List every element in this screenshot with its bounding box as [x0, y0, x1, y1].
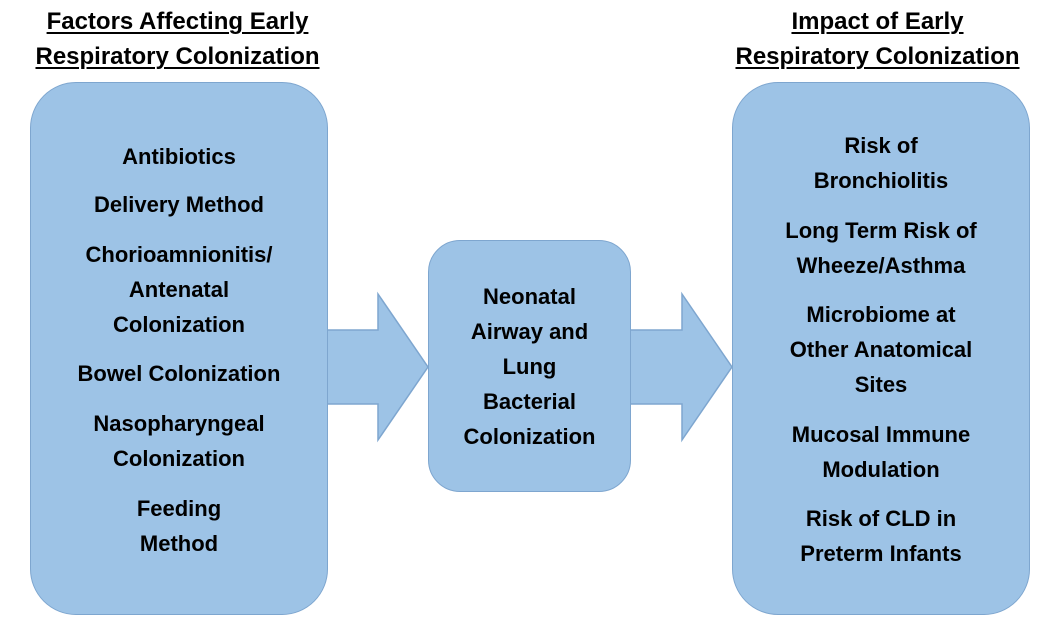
- factor-line: Colonization: [113, 446, 245, 471]
- center-label: Neonatal Airway and Lung Bacterial Colon…: [429, 279, 630, 454]
- impact-line: Bronchiolitis: [813, 168, 949, 193]
- impact-heading-line-2: Respiratory Colonization: [735, 43, 1020, 70]
- impact-item-mucosal-immune: Mucosal Immune Modulation: [733, 417, 1029, 487]
- impact-line: Sites: [854, 372, 908, 397]
- factor-line: Feeding: [136, 496, 222, 521]
- impact-line: Risk of CLD in: [805, 506, 957, 531]
- factor-line: Chorioamnionitis/: [85, 242, 273, 267]
- factor-item-antibiotics: Antibiotics: [31, 139, 327, 174]
- factor-line: Nasopharyngeal: [93, 411, 265, 436]
- center-line: Colonization: [463, 424, 596, 449]
- factor-line: Antenatal: [128, 277, 230, 302]
- factors-heading-line-1: Factors Affecting Early: [46, 8, 309, 35]
- factors-box: Antibiotics Delivery Method Chorioamnion…: [30, 82, 328, 615]
- center-line: Lung: [502, 354, 557, 379]
- center-line: Bacterial: [483, 389, 576, 414]
- impact-line: Microbiome at: [806, 302, 956, 327]
- impact-item-bronchiolitis: Risk of Bronchiolitis: [733, 128, 1029, 198]
- impact-box: Risk of Bronchiolitis Long Term Risk of …: [732, 82, 1030, 615]
- factors-heading-line-2: Respiratory Colonization: [35, 43, 320, 70]
- impact-item-wheeze-asthma: Long Term Risk of Wheeze/Asthma: [733, 213, 1029, 283]
- impact-line: Mucosal Immune: [791, 422, 971, 447]
- factors-heading: Factors Affecting Early Respiratory Colo…: [0, 4, 355, 74]
- factor-line: Method: [139, 531, 219, 556]
- factor-line: Bowel Colonization: [77, 361, 281, 386]
- factor-item-feeding-method: Feeding Method: [31, 491, 327, 561]
- factor-item-chorioamnionitis: Chorioamnionitis/ Antenatal Colonization: [31, 237, 327, 342]
- impact-item-microbiome: Microbiome at Other Anatomical Sites: [733, 297, 1029, 402]
- factor-line: Colonization: [113, 312, 245, 337]
- factor-line: Antibiotics: [122, 144, 236, 169]
- impact-line: Preterm Infants: [800, 541, 962, 566]
- impact-heading-line-1: Impact of Early: [791, 8, 964, 35]
- right-arrow: [629, 291, 733, 443]
- factor-item-bowel-colonization: Bowel Colonization: [31, 356, 327, 391]
- left-arrow: [326, 291, 429, 443]
- impact-line: Wheeze/Asthma: [796, 253, 966, 278]
- factor-item-delivery-method: Delivery Method: [31, 187, 327, 222]
- center-line: Airway and: [470, 319, 589, 344]
- factor-item-nasopharyngeal: Nasopharyngeal Colonization: [31, 406, 327, 476]
- center-line: Neonatal: [483, 284, 576, 309]
- impact-line: Modulation: [822, 457, 940, 482]
- impact-heading: Impact of Early Respiratory Colonization: [700, 4, 1055, 74]
- impact-item-cld-risk: Risk of CLD in Preterm Infants: [733, 501, 1029, 571]
- impact-line: Other Anatomical: [789, 337, 973, 362]
- factor-line: Delivery Method: [94, 192, 264, 217]
- impact-line: Long Term Risk of: [785, 218, 977, 243]
- impact-line: Risk of: [844, 133, 918, 158]
- neonatal-colonization-box: Neonatal Airway and Lung Bacterial Colon…: [428, 240, 631, 492]
